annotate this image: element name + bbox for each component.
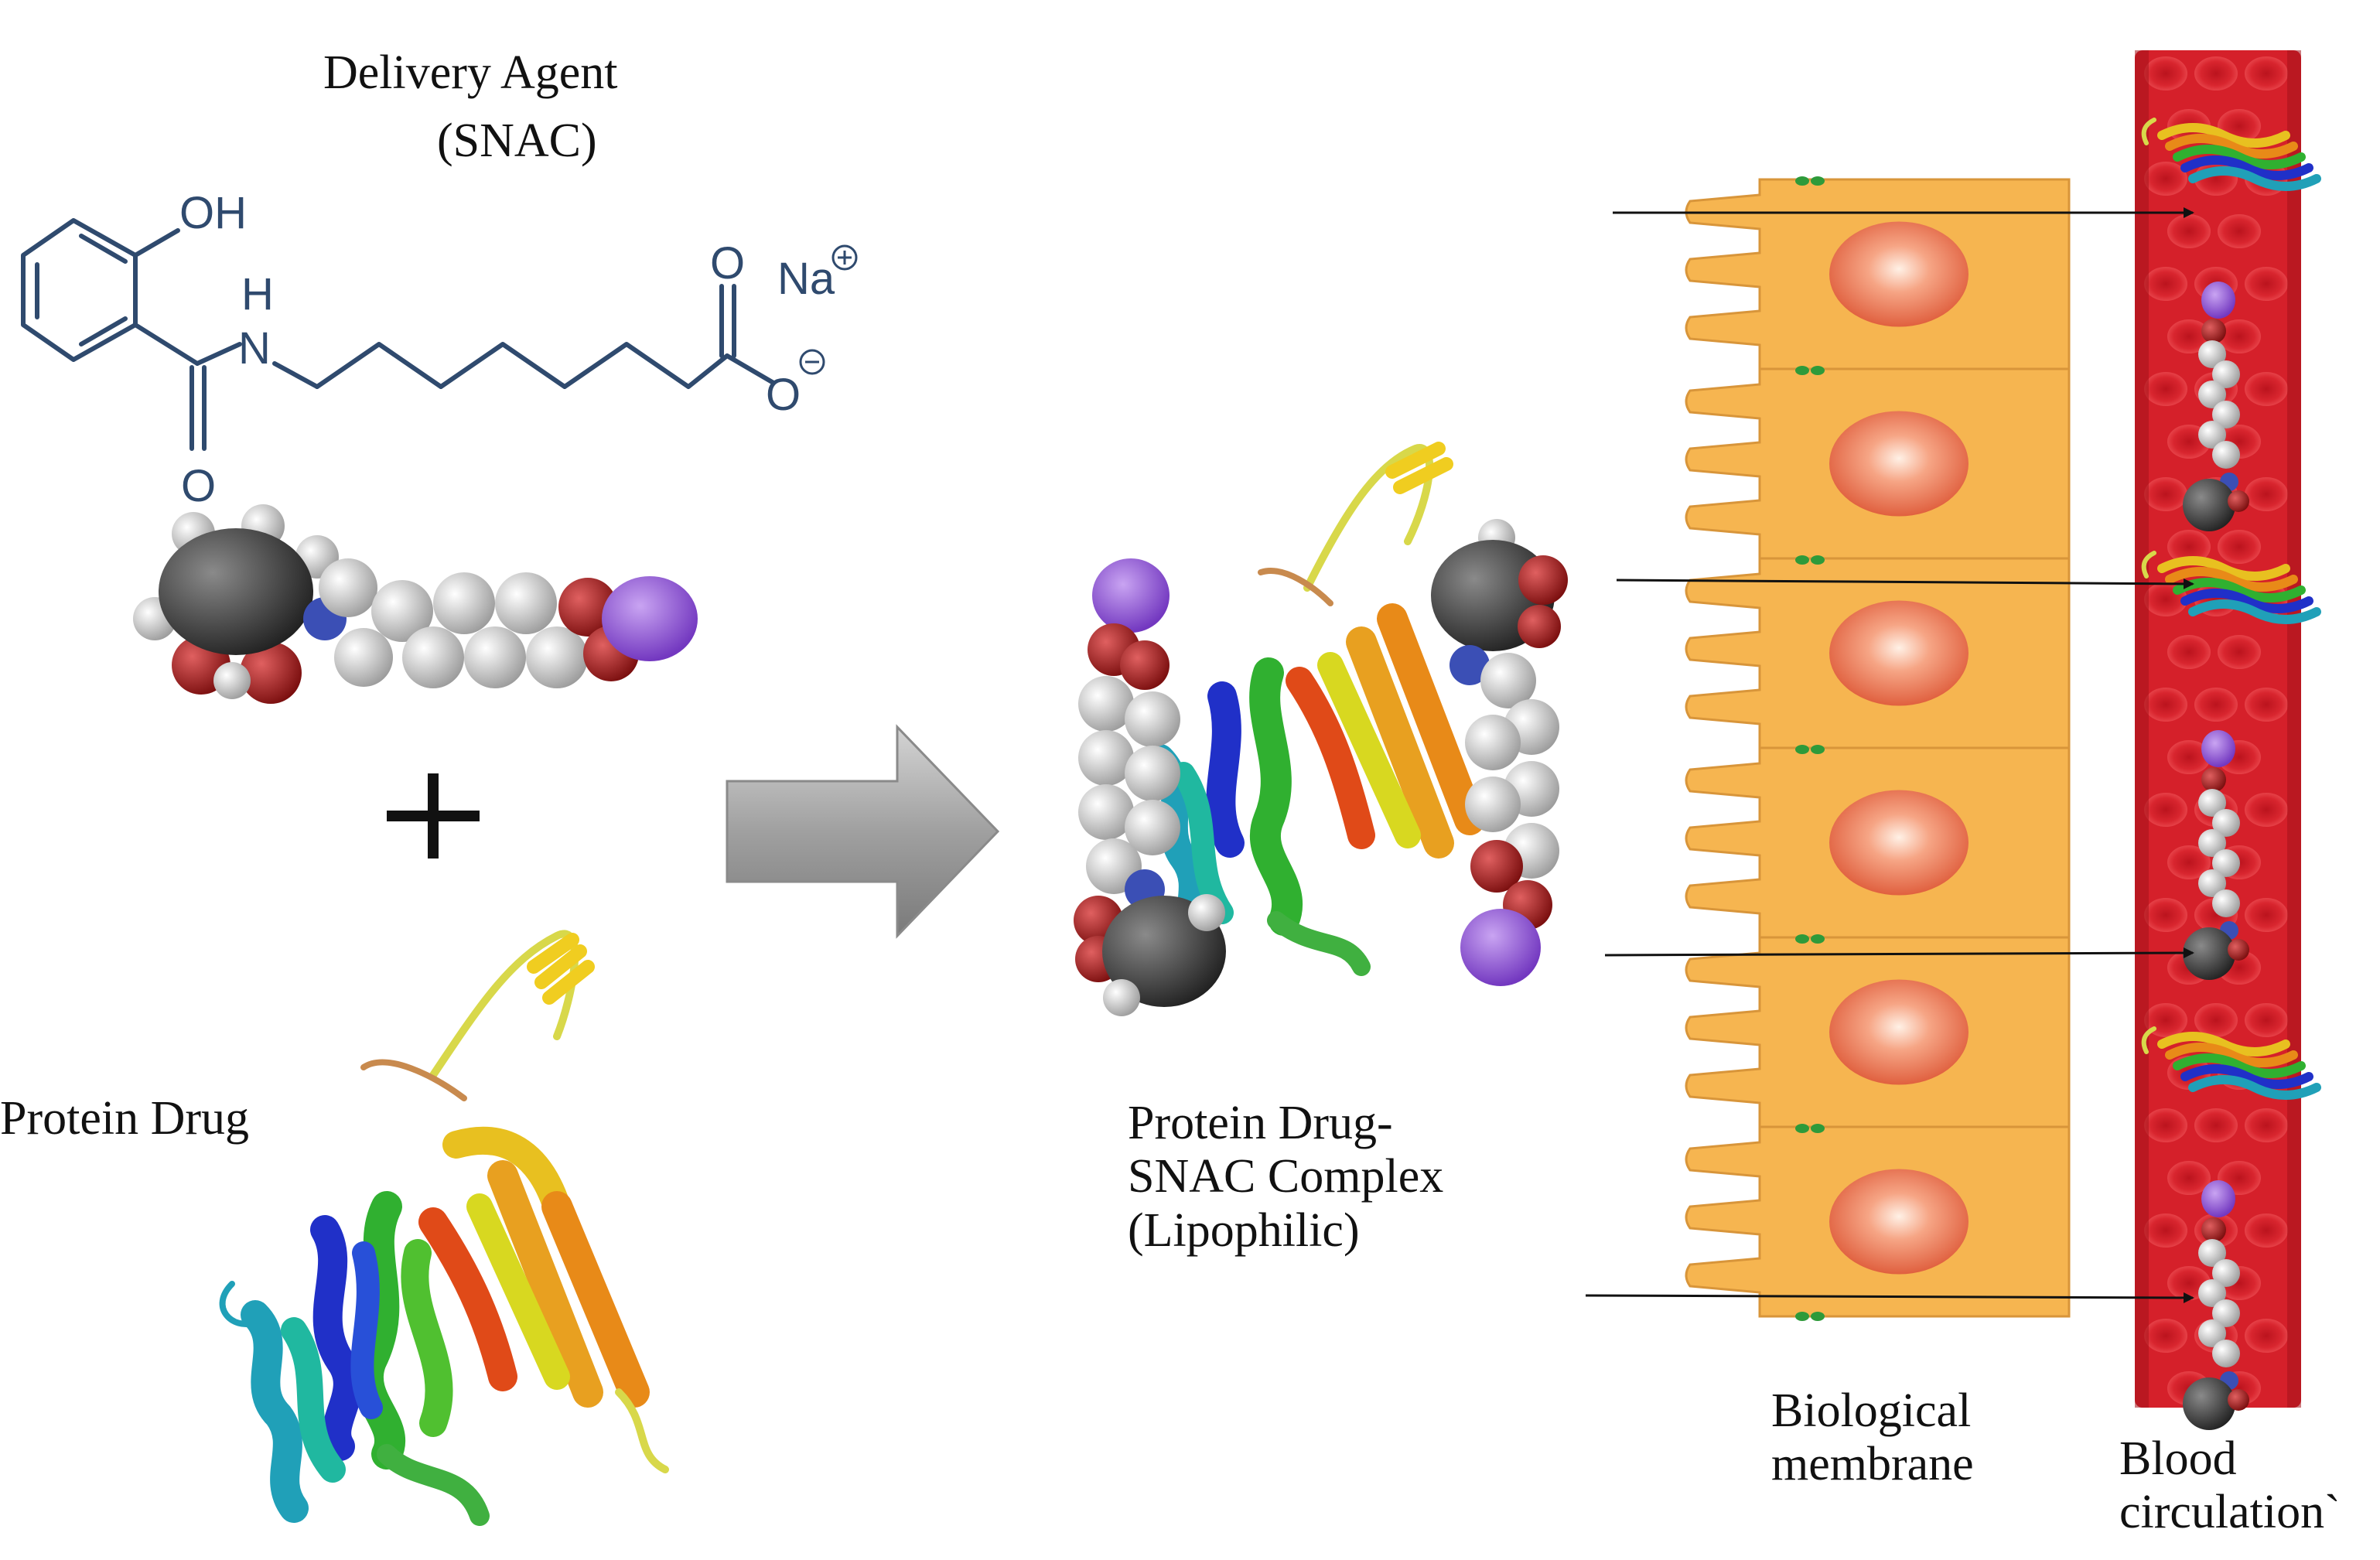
vessel-molecules: [2141, 118, 2321, 1430]
vessel-snac: [2183, 1180, 2249, 1430]
membrane-cell: [1685, 176, 2071, 370]
complex-label: Protein Drug- SNAC Complex (Lipophilic): [1128, 1097, 1443, 1258]
membrane-cell: [1685, 555, 2071, 749]
atom-o-minus: O: [766, 370, 801, 420]
protein-drug-ribbon: [219, 930, 669, 1526]
membrane-label-line1: Biological: [1771, 1384, 1972, 1437]
complex-label-line2: SNAC Complex: [1128, 1150, 1444, 1203]
blood-circulation-label: Blood circulation`: [2119, 1432, 2341, 1540]
vessel-snac: [2183, 282, 2249, 531]
membrane-label: Biological membrane: [1771, 1384, 1974, 1492]
transport-arrow-icon: [1604, 947, 2194, 959]
snac-structure-atoms: OH H N O O O Na: [179, 188, 858, 511]
membrane-cell: [1685, 366, 2071, 560]
biological-membrane: [1685, 176, 2071, 1321]
snac-space-fill-model: [133, 504, 698, 704]
vessel-protein: [2141, 118, 2321, 191]
transport-arrow-icon: [1616, 578, 2194, 589]
membrane-cell: [1685, 745, 2071, 939]
vessel-protein: [2141, 551, 2321, 624]
membrane-cell: [1685, 934, 2071, 1128]
vessel-protein: [2141, 1026, 2321, 1100]
snac-structure: [21, 218, 776, 451]
membrane-cell: [1685, 1124, 2071, 1318]
blood-label-line2: circulation`: [2119, 1486, 2341, 1539]
atom-o-carbonyl: O: [181, 461, 216, 511]
atom-n: N: [238, 323, 271, 374]
plus-icon: [387, 773, 480, 859]
nucleus: [1829, 221, 1969, 327]
nucleus: [1829, 979, 1969, 1085]
blood-label-line1: Blood: [2119, 1432, 2237, 1485]
vessel-snac: [2183, 730, 2249, 980]
positive-charge-icon: [831, 244, 858, 271]
protein-drug-label: Protein Drug: [0, 1092, 250, 1145]
negative-charge-icon: [799, 349, 825, 375]
atom-h: H: [241, 269, 274, 319]
complex-label-line3: (Lipophilic): [1128, 1203, 1360, 1257]
nucleus: [1829, 1169, 1969, 1275]
process-arrow-icon: [726, 724, 1000, 939]
atom-oh: OH: [179, 188, 247, 238]
complex-label-line1: Protein Drug-: [1128, 1097, 1393, 1149]
complex-snac-left: [1074, 558, 1226, 1016]
complex-snac-right: [1431, 519, 1568, 986]
snac-label: (SNAC): [437, 114, 597, 167]
transport-arrows: [1585, 207, 2194, 1303]
nucleus: [1829, 600, 1969, 706]
delivery-agent-label: Delivery Agent: [323, 46, 618, 99]
atom-o-acid: O: [710, 238, 745, 288]
atom-na: Na: [777, 254, 835, 304]
complex-protein-ribbon: [1146, 442, 1485, 976]
nucleus: [1829, 790, 1969, 896]
membrane-label-line2: membrane: [1771, 1438, 1974, 1491]
nucleus: [1829, 411, 1969, 517]
transport-arrow-icon: [1585, 1292, 2194, 1303]
